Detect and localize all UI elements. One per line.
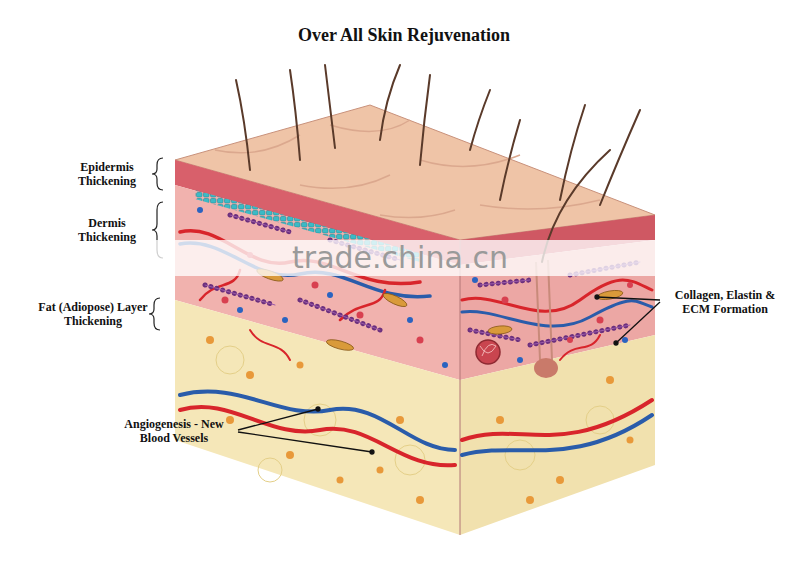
fibroblasts [382, 291, 409, 309]
blue-dots [237, 307, 243, 313]
hairs [236, 65, 640, 262]
fat-cells [246, 371, 254, 379]
fat-cells [526, 496, 534, 504]
fat-cells [606, 376, 614, 384]
fat-cells [396, 416, 404, 424]
elastin-cells [627, 282, 633, 288]
blue-dots [197, 207, 203, 213]
fat-cells [297, 362, 304, 369]
hairs [600, 110, 640, 205]
fat-cells [627, 437, 634, 444]
blood-vessels [462, 400, 652, 440]
fat-lobules [505, 440, 535, 470]
leader-lines [238, 409, 318, 430]
collagen-fibers [205, 215, 640, 345]
fat-cells [206, 336, 634, 504]
hairs [420, 75, 430, 165]
blue-dots [472, 277, 478, 283]
collagen-fibers [205, 215, 640, 345]
fat-cells [337, 477, 344, 484]
skin-block [175, 105, 655, 535]
label-brackets [149, 298, 160, 330]
watermark: trade.china.cn [200, 241, 600, 275]
blood-vessels [462, 301, 652, 326]
leader-lines [616, 302, 660, 343]
label-brackets [152, 158, 163, 190]
hairs [470, 90, 490, 150]
leader-lines [597, 297, 660, 300]
elastin-cells [222, 297, 229, 304]
blood-vessels [200, 270, 385, 320]
callout-label: Angiogenesis - New Blood Vessels [108, 417, 240, 445]
layer-label: Dermis Thickening [62, 216, 152, 244]
hairs [380, 65, 400, 140]
fat-cells [416, 496, 424, 504]
elastin-cells [417, 337, 424, 344]
hairs [500, 120, 520, 200]
collagen-fibers [205, 215, 640, 345]
fat-cells [496, 416, 504, 424]
callout-label: Collagen, Elastin & ECM Formation [660, 288, 790, 316]
fat-cells [556, 476, 564, 484]
hair-follicle [480, 344, 496, 356]
leader-lines [316, 407, 320, 411]
fat-lobules [216, 346, 244, 374]
hairs [236, 80, 250, 170]
fat-lobules [216, 346, 614, 482]
layer-label: Fat (Adiopose) Layer Thickening [36, 300, 150, 328]
blue-dots [517, 357, 523, 363]
fibroblasts [597, 289, 624, 301]
fat-lobules [258, 458, 282, 482]
blue-dots [282, 317, 288, 323]
fibroblasts [255, 266, 623, 352]
layer-label: Epidermis Thickening [62, 160, 152, 188]
leader-lines [614, 341, 618, 345]
diagram-title: Over All Skin Rejuvenation [4, 24, 800, 46]
fibroblasts [488, 325, 513, 335]
elastin-cells [502, 297, 509, 304]
elastin-cells [312, 282, 319, 289]
hairs [325, 65, 335, 148]
fat-cells [206, 336, 214, 344]
elastin-cells [597, 317, 604, 324]
fat-cells [377, 467, 384, 474]
leader-lines [238, 295, 660, 454]
blood-vessels [462, 415, 652, 455]
skin-block [460, 240, 461, 535]
hair-follicle [476, 340, 500, 364]
elastin-cells [567, 337, 573, 343]
hair-follicle [534, 358, 558, 378]
blood-vessels [180, 407, 455, 465]
hairs [560, 105, 585, 200]
blue-dots [442, 362, 448, 368]
hair-follicle [476, 260, 558, 378]
blue-dots [197, 207, 628, 368]
fibroblasts [325, 338, 354, 353]
blue-dots [622, 337, 628, 343]
leader-lines [238, 432, 372, 452]
leader-lines [595, 295, 599, 299]
fat-cells [286, 451, 294, 459]
leader-lines [370, 450, 374, 454]
blue-dots [407, 317, 413, 323]
fat-cells [226, 416, 234, 424]
hairs [290, 70, 300, 160]
blood-vessels [250, 330, 600, 360]
skin-block [460, 335, 655, 535]
elastin-cells [357, 312, 364, 319]
blue-dots [327, 292, 333, 298]
